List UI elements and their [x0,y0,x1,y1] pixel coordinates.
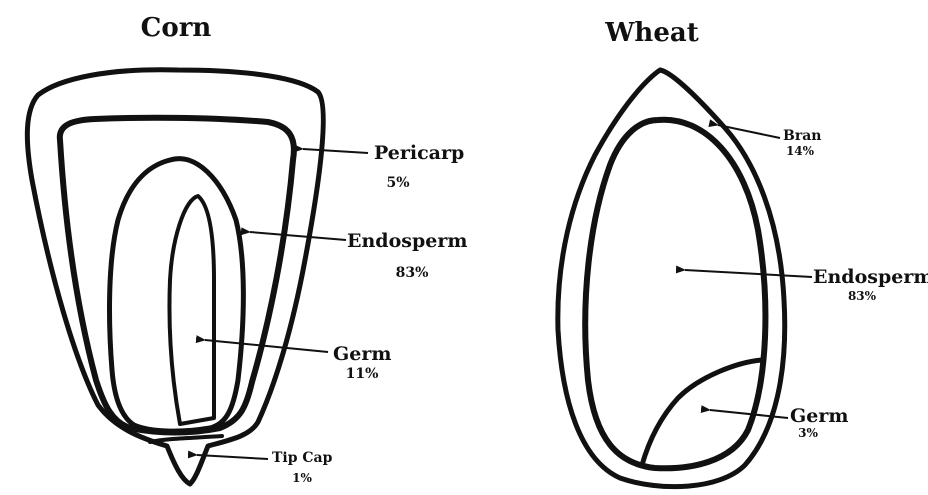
wheat-endosperm-outline [585,120,765,469]
wheat-endosperm-label: Endosperm [813,266,928,288]
corn-endosperm-percent: 83% [396,265,429,281]
corn-tip-cap-percent: 1% [292,471,312,485]
wheat-bran-label: Bran [783,128,821,144]
corn-pericarp-percent: 5% [386,175,409,191]
wheat-germ-percent: 3% [798,426,818,440]
wheat-germ-label: Germ [790,405,848,427]
corn-germ-pointer [205,340,328,352]
corn-endosperm-outline [60,118,294,433]
wheat-endosperm-percent: 83% [848,289,877,303]
corn-tip-cap-label: Tip Cap [272,450,333,466]
wheat-kernel: Wheat Bran 14% Endosperm 83% Germ 3% [558,18,928,487]
corn-tip-cap-pointer [197,455,268,459]
corn-endosperm-label: Endosperm [347,230,467,252]
corn-endosperm-pointer [250,232,346,240]
corn-tip-cap-line [150,436,222,442]
wheat-germ-pointer [710,410,788,418]
corn-germ-percent: 11% [346,366,379,382]
corn-germ-label: Germ [333,343,391,365]
corn-title: Corn [141,13,212,43]
corn-pericarp-pointer [303,149,368,153]
corn-pericarp-label: Pericarp [374,142,464,164]
wheat-endosperm-pointer [685,270,812,277]
wheat-title: Wheat [604,18,699,48]
corn-embryo-outline [169,196,214,424]
corn-kernel: Corn Pericarp 5% Endosperm 83% Germ 11% … [27,13,467,485]
wheat-bran-percent: 14% [786,144,815,158]
